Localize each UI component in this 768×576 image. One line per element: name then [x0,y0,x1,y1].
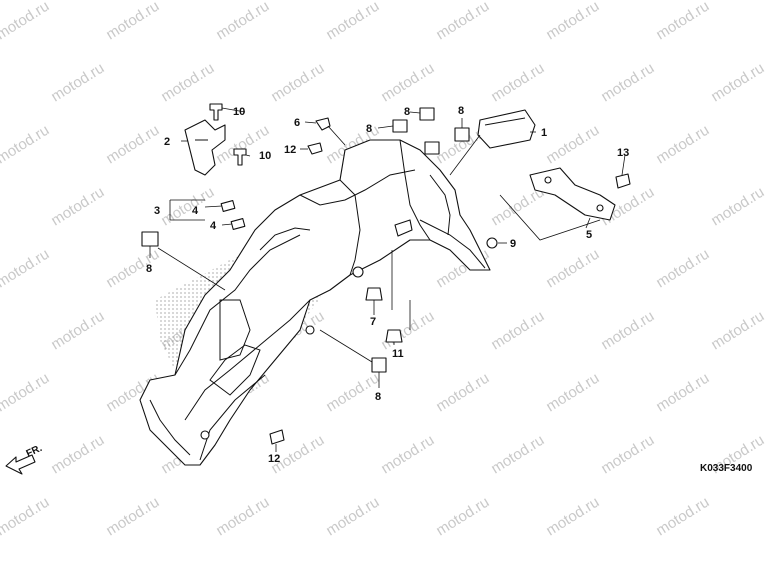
callout-8e: 8 [375,391,381,403]
bracket-part-2 [184,119,226,176]
callout-8d: 8 [458,105,464,117]
watermark-text: motod.ru [653,0,712,43]
watermark-text: motod.ru [48,60,107,106]
rear-fender-assembly [139,139,491,466]
callout-11: 11 [392,348,404,360]
watermark-text: motod.ru [543,246,602,292]
callout-10a: 10 [233,106,245,118]
callout-4b: 4 [210,220,217,232]
callout-4a: 4 [192,205,199,217]
callout-6: 6 [294,117,300,129]
watermark-text: motod.ru [653,370,712,416]
callout-2: 2 [164,136,170,148]
watermark-text: motod.ru [103,246,162,292]
fasteners [209,103,631,445]
watermark-text: motod.ru [378,432,437,478]
watermark-text: motod.ru [433,370,492,416]
watermark-text: motod.ru [0,370,52,416]
callout-10b: 10 [259,150,271,162]
callout-7: 7 [370,316,376,328]
watermark-text: motod.ru [653,122,712,168]
callout-12a: 12 [284,144,296,156]
watermark-text: motod.ru [323,494,382,540]
callout-labels: 1 2 3 4 4 5 6 7 8 8 8 8 8 9 10 10 11 12 … [146,105,629,465]
watermark-text: motod.ru [213,0,272,43]
leader-lines [149,107,626,452]
watermark-text: motod.ru [0,246,52,292]
watermark-text: motod.ru [708,60,767,106]
watermark-text: motod.ru [708,184,767,230]
watermark-text: motod.ru [213,494,272,540]
watermark-text: motod.ru [598,60,657,106]
rubber-part-4a [220,200,236,212]
watermark-text: motod.ru [433,494,492,540]
watermark-text: motod.ru [433,0,492,43]
plate-bracket-part-5 [529,167,616,221]
watermark-layer: motod.ru motod.ru motod.ru motod.ru motod.ru… [0,0,767,539]
watermark-text: motod.ru [598,432,657,478]
callout-9: 9 [510,238,516,250]
watermark-text: motod.ru [488,60,547,106]
diagram-code: K033F3400 [700,463,753,474]
watermark-text: motod.ru [323,0,382,43]
callout-8b: 8 [366,123,372,135]
watermark-text: motod.ru [158,60,217,106]
watermark-text: motod.ru [0,122,52,168]
watermark-text: motod.ru [653,246,712,292]
watermark-text: motod.ru [103,494,162,540]
clip-nuts [141,107,470,373]
watermark-text: motod.ru [103,122,162,168]
watermark-text: motod.ru [268,60,327,106]
front-label: FR. [25,443,44,460]
callout-5: 5 [586,229,592,241]
reflector-part-1 [477,109,536,149]
watermark-text: motod.ru [488,308,547,354]
front-direction-marker: FR. [5,443,44,475]
callout-8a: 8 [146,263,152,275]
watermark-text: motod.ru [48,432,107,478]
watermark-text: motod.ru [103,0,162,43]
callout-8c: 8 [404,106,410,118]
watermark-text: motod.ru [543,494,602,540]
rubber-part-4b [230,218,246,230]
watermark-text: motod.ru [543,122,602,168]
callout-1: 1 [541,127,547,139]
watermark-text: motod.ru [598,308,657,354]
watermark-text: motod.ru [378,308,437,354]
watermark-text: motod.ru [708,308,767,354]
arrow-icon [5,454,36,475]
watermark-text: motod.ru [48,184,107,230]
watermark-text: motod.ru [543,0,602,43]
callout-13: 13 [617,147,629,159]
watermark-text: motod.ru [0,0,52,43]
watermark-text: motod.ru [653,494,712,540]
watermark-text: motod.ru [323,370,382,416]
callout-3: 3 [154,205,160,217]
callout-12b: 12 [268,453,280,465]
watermark-text: motod.ru [0,494,52,540]
watermark-text: motod.ru [378,60,437,106]
watermark-text: motod.ru [48,308,107,354]
watermark-text: motod.ru [488,432,547,478]
watermark-text: motod.ru [543,370,602,416]
